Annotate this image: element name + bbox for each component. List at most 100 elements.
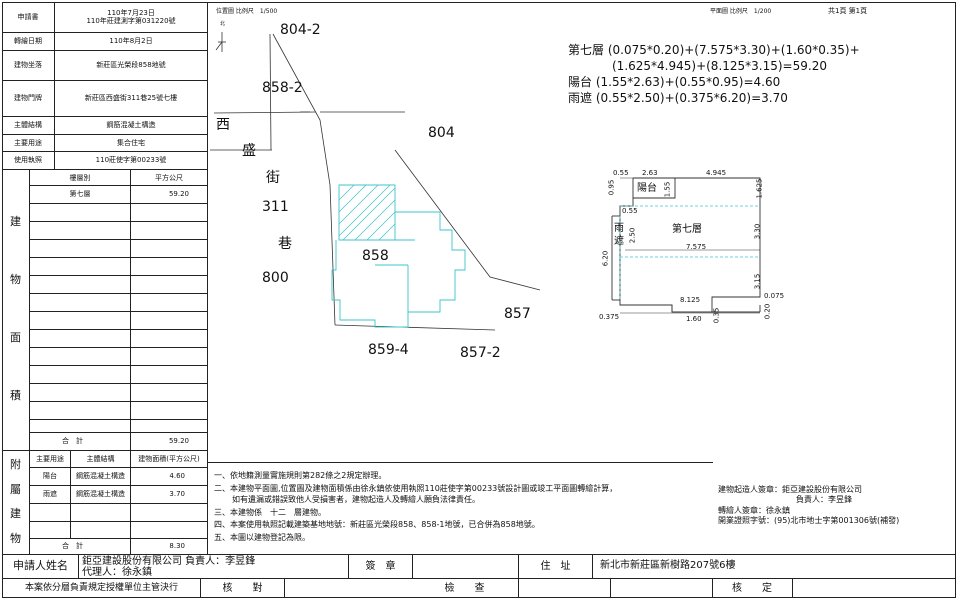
- site-plan-header: 位置圖 比例尺 1/500: [216, 8, 278, 15]
- lot-label: 804: [428, 125, 455, 141]
- dimension-label: 2.50: [628, 227, 637, 244]
- approve-label: 核 定: [732, 582, 772, 594]
- lot-label: 857: [504, 306, 531, 322]
- floor-plan-dashed: [619, 205, 760, 300]
- section-char-annex-4: 物: [10, 532, 21, 545]
- lot-lines: [210, 33, 541, 331]
- dimension-label: 0.20: [763, 303, 772, 320]
- note-line: 如有遺漏或錯誤致他人受損害者，建物起造人及轉繪人願負法律責任。: [232, 495, 480, 504]
- note-line: 二、本建物平面圖,位置圖及建物面積係由徐永鎮依使用執照110莊使字第00233號…: [214, 484, 618, 493]
- section-char-building-1: 建: [10, 215, 21, 228]
- row-value-application: 110年7月23日 110年莊建測字第031220號: [86, 8, 176, 25]
- dimension-label: 0.375: [599, 313, 620, 321]
- building-row-floor: 第七層: [69, 190, 91, 199]
- canopy-label-1: 雨: [614, 223, 624, 234]
- lot-label: 858-2: [262, 80, 303, 96]
- row-value-structure: 鋼筋混凝土構造: [106, 121, 156, 130]
- note-line: 一、依地籍測量實施規則第282條之2規定辦理。: [214, 471, 387, 480]
- building-header-floor: 樓層別: [69, 173, 91, 182]
- address-label: 住 址: [540, 560, 571, 572]
- dimension-label: 0.55: [613, 169, 629, 177]
- lot-label: 800: [262, 270, 289, 286]
- section-char-building-2: 物: [10, 273, 21, 286]
- dimension-label: 8.125: [680, 296, 701, 304]
- building-total-value: 59.20: [168, 437, 189, 446]
- section-char-building-4: 積: [10, 389, 21, 402]
- note-line: 四、本案使用執照記載建築基地地號：新莊區光榮段858、858-1地號，已合併為8…: [214, 520, 540, 529]
- row-label-application: 申請書: [17, 12, 39, 21]
- agent-value: 代理人：徐永鎮: [82, 567, 152, 578]
- row-value-address: 新莊區西盛街311巷25號七樓: [84, 94, 178, 103]
- dimension-label: 4.945: [706, 169, 727, 177]
- street-char: 西: [216, 117, 230, 133]
- north-label: 北: [220, 21, 226, 27]
- balcony-label: 陽台: [637, 183, 657, 194]
- signature-line: 負責人：李昱鋒: [796, 495, 852, 504]
- dimension-label: 3.15: [753, 273, 762, 290]
- dimension-label: 6.20: [601, 250, 610, 267]
- annex-total-label: 合 計: [62, 542, 83, 551]
- lot-label: 804-2: [280, 22, 321, 38]
- dimension-label: 0.075: [764, 292, 785, 300]
- section-char-annex-3: 建: [10, 507, 21, 520]
- area-formula: 雨遮 (0.55*2.50)+(0.375*6.20)=3.70: [568, 91, 788, 105]
- street-char: 311: [262, 199, 289, 215]
- area-formula: (1.625*4.945)+(8.125*3.15)=59.20: [612, 59, 827, 73]
- building-outline: [331, 184, 466, 328]
- row-value-location: 新莊區光榮段858地號: [96, 61, 166, 70]
- floor-label: 第七層: [672, 224, 702, 235]
- applicant-label: 申請人姓名: [13, 559, 68, 573]
- street-char: 盛: [242, 143, 256, 159]
- section-char-annex-1: 附: [10, 458, 21, 471]
- row-value-usage: 集合住宅: [117, 138, 145, 147]
- signature-line: 建物起造人簽章：鉅亞建設股份有限公司: [718, 485, 862, 494]
- dimension-label: 2.63: [642, 169, 658, 177]
- authorization-text: 本案依分層負責規定授權單位主管決行: [24, 583, 178, 594]
- row-value-transfer-date: 110年8月2日: [109, 37, 153, 46]
- dimension-label: 0.55: [622, 207, 638, 215]
- lot-label: 857-2: [460, 345, 501, 361]
- building-row-area: 59.20: [168, 190, 189, 199]
- row-label-address: 建物門牌: [14, 94, 42, 103]
- annex-row-structure: 鋼筋混凝土構造: [76, 490, 125, 499]
- dimension-label: 1.55: [663, 181, 672, 198]
- dimension-lines: [620, 177, 760, 314]
- building-total-label: 合 計: [62, 437, 83, 446]
- floor-plan-header: 平面圖 比例尺 1/200: [710, 8, 772, 15]
- annex-header-area: 建物面積(平方公尺): [138, 454, 200, 463]
- north-arrow: [215, 32, 226, 52]
- area-formula: 第七層 (0.075*0.20)+(7.575*3.30)+(1.60*0.35…: [568, 43, 860, 57]
- lot-label: 859-4: [368, 342, 409, 358]
- annex-row-area: 4.60: [169, 472, 185, 481]
- signature-line: 開業證照字號：(95)北市地士字第001306號(補發): [718, 516, 900, 525]
- dimension-label: 7.575: [686, 243, 707, 251]
- page-indicator: 共1頁 第1頁: [828, 7, 868, 15]
- annex-row-structure: 鋼筋混凝土構造: [76, 472, 125, 481]
- dimension-label: 0.95: [607, 179, 616, 196]
- dimension-label: 1.60: [686, 315, 702, 323]
- dimension-label: 1.625: [755, 178, 764, 199]
- building-header-area: 平方公尺: [155, 173, 183, 182]
- area-formula: 陽台 (1.55*2.63)+(0.55*0.95)=4.60: [568, 75, 781, 89]
- street-char: 街: [266, 170, 280, 186]
- lot-label: 858: [362, 248, 389, 264]
- row-label-permit: 使用執照: [14, 156, 42, 165]
- row-label-transfer-date: 轉繪日期: [14, 37, 42, 46]
- hatch-area: [338, 184, 396, 241]
- annex-header-use: 主要用途: [36, 454, 64, 463]
- row-label-structure: 主體結構: [14, 121, 42, 130]
- section-char-building-3: 面: [10, 331, 21, 344]
- note-line: 五、本圖以建物登記為限。: [214, 533, 310, 542]
- annex-row-use: 雨遮: [43, 490, 57, 499]
- row-value-permit: 110莊使字第00233號: [95, 156, 167, 165]
- signature-line: 轉繪人簽章：徐永鎮: [718, 506, 790, 515]
- seal-label: 簽 章: [365, 560, 396, 572]
- left-table: [2, 2, 208, 554]
- canopy-label-2: 遮: [614, 236, 624, 247]
- annex-total-value: 8.30: [169, 542, 185, 551]
- verify-label: 核 對: [222, 582, 263, 594]
- applicant-value: 鉅亞建設股份有限公司 負責人：李昱鋒: [82, 556, 256, 567]
- row-label-location: 建物坐落: [14, 61, 42, 70]
